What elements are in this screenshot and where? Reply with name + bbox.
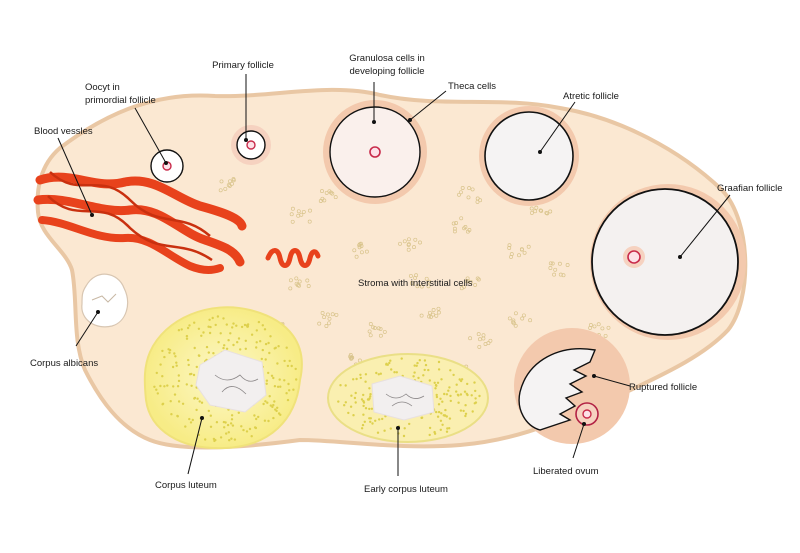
label-corpus-albicans: Corpus albicans — [30, 358, 98, 369]
corpus-albicans — [81, 273, 129, 328]
label-liberated-ovum: Liberated ovum — [533, 466, 599, 477]
primary-follicle — [231, 125, 271, 165]
blood-vessels — [33, 171, 247, 274]
label-blood-vessels: Blood vessles — [34, 126, 93, 137]
corpus-luteum — [143, 306, 303, 450]
label-granulosa-line2: developing follicle — [350, 66, 425, 77]
label-granulosa-line1: Granulosa cells in — [349, 53, 425, 64]
labels: Primary follicle Granulosa cells in deve… — [30, 53, 782, 495]
label-ruptured-follicle: Ruptured follicle — [629, 382, 697, 393]
label-theca-cells: Theca cells — [448, 81, 496, 92]
label-stroma: Stroma with interstitial cells — [358, 278, 473, 289]
primordial-follicle — [150, 149, 184, 183]
developing-follicle — [323, 100, 427, 204]
atretic-follicle — [479, 106, 579, 206]
label-oocyte-line2: primordial follicle — [85, 95, 156, 106]
label-primary-follicle: Primary follicle — [212, 60, 274, 71]
label-corpus-luteum: Corpus luteum — [155, 480, 217, 491]
ruptured-follicle — [514, 328, 630, 444]
early-corpus-luteum — [327, 353, 489, 443]
label-graafian-follicle: Graafian follicle — [717, 183, 782, 194]
leader-lines — [57, 74, 731, 476]
label-oocyte-line1: Oocyt in — [85, 82, 120, 93]
graafian-follicle — [590, 184, 746, 340]
label-early-corpus-luteum: Early corpus luteum — [364, 484, 448, 495]
coiled-vessel — [265, 248, 321, 268]
stroma-cells — [218, 177, 611, 378]
label-atretic-follicle: Atretic follicle — [563, 91, 619, 102]
liberated-ovum — [575, 402, 599, 426]
